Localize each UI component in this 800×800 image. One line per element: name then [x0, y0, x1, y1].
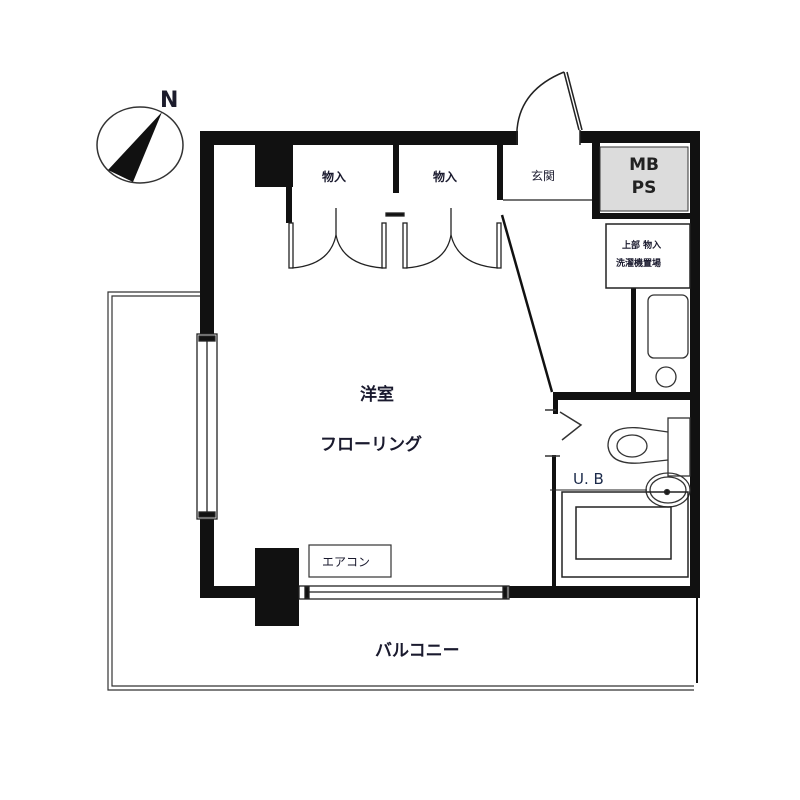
flooring-label: フローリング — [320, 435, 422, 455]
closet-right-label: 物入 — [433, 170, 458, 184]
bathtub-icon — [550, 489, 689, 578]
ps-label: PS — [631, 178, 657, 198]
mb-ps-box — [599, 146, 689, 212]
western-room-label: 洋室 — [360, 385, 394, 405]
balcony-label: バルコニー — [375, 641, 460, 661]
unit-bath-label: U. B — [573, 470, 604, 488]
entrance-diagonal-wall — [500, 214, 554, 393]
upper-storage-label: 上部 物入 — [622, 241, 662, 251]
closet-doors-left-icon — [288, 208, 387, 269]
compass-icon — [96, 106, 184, 184]
air-conditioner-label: エアコン — [322, 555, 371, 569]
entrance-label: 玄関 — [531, 169, 556, 183]
left-window-icon — [196, 333, 218, 520]
air-conditioner-box — [308, 544, 392, 578]
closet-left-label: 物入 — [322, 170, 347, 184]
bottom-window-icon — [298, 585, 510, 600]
mb-label: MB — [629, 155, 659, 175]
upper-storage-box — [605, 223, 691, 289]
ub-door-icon — [545, 409, 583, 457]
laundry-space-label: 洗濯機置場 — [616, 259, 662, 269]
entry-door-icon — [516, 71, 583, 145]
washing-machine-pan-icon — [647, 294, 689, 359]
toilet-icon — [607, 417, 691, 477]
drain-icon — [655, 366, 677, 388]
walls — [200, 131, 700, 626]
closet-doors-right-icon — [385, 208, 502, 269]
north-label: N — [160, 88, 179, 113]
balcony-outline — [107, 291, 698, 691]
sink-icon — [645, 472, 691, 508]
